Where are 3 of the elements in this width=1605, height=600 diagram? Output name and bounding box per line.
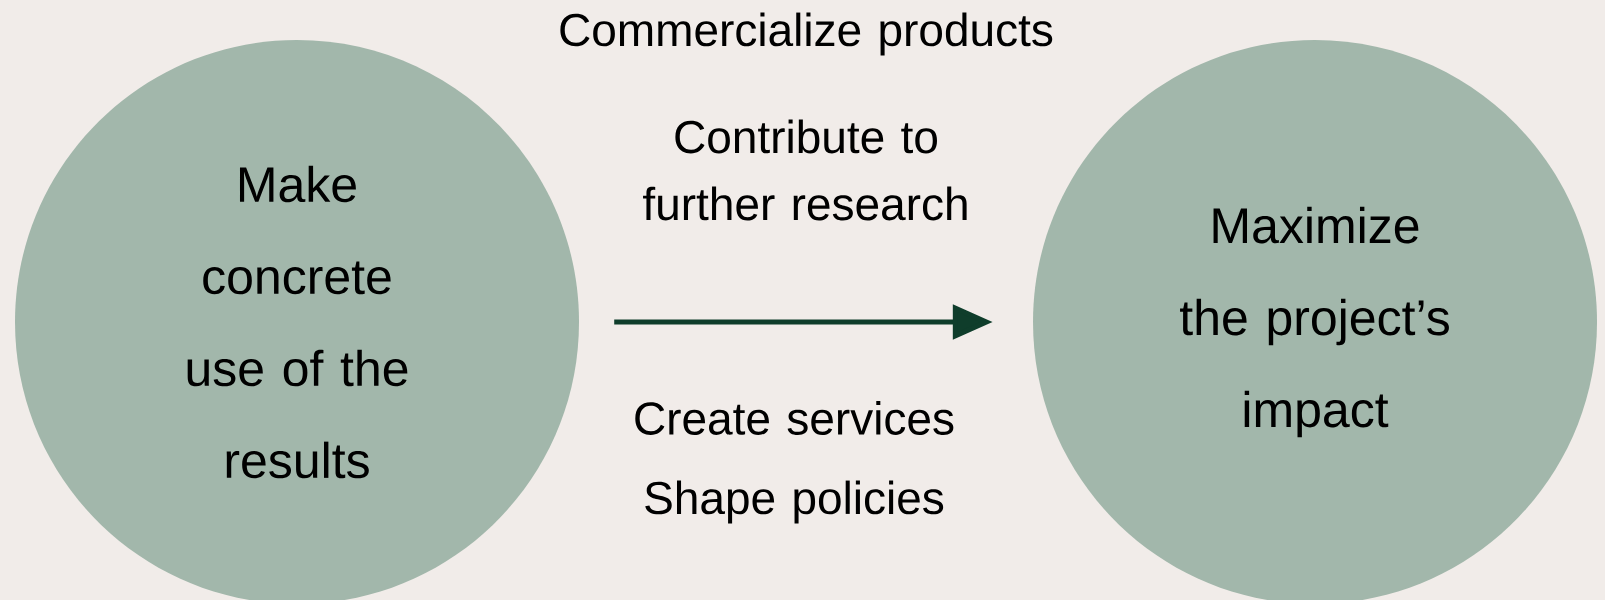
label-text: Create services [635, 401, 954, 435]
label-text: Shape policies [645, 480, 944, 524]
label-text: Contribute to further research [643, 119, 967, 221]
